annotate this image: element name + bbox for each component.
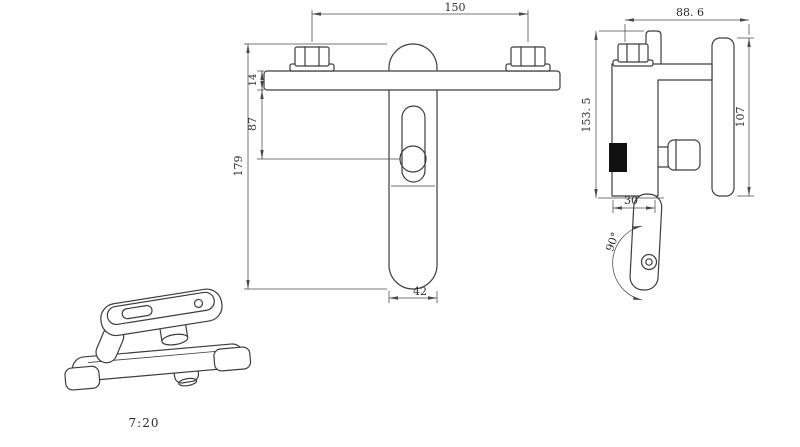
nut-body [294,46,330,67]
isometric-view: 7:20 [64,288,252,430]
dimension-label: 14 [248,74,259,87]
right-foot [213,346,252,372]
bottom-bar-group [64,343,252,391]
dimension-42: 42 [388,285,438,303]
valve-base [161,333,189,346]
faucet-body-front [388,43,438,290]
cartridge-section [609,143,627,172]
nut-body [617,43,649,63]
angle-arc [612,225,643,301]
dimension-label: 107 [734,107,747,128]
top-bar-face [106,291,215,326]
dimension-30: 30 [612,194,656,213]
dimension-label: 42 [413,285,427,298]
dimension-179: 179 [232,43,387,290]
dimension-153-5: 153. 5 [580,30,664,199]
scale-label: 7:20 [129,416,160,430]
hex-nut-side [612,43,654,67]
top-bar-iso [100,288,223,337]
hex-nut-left [289,46,335,72]
dimension-label: 179 [232,156,245,177]
body-top-strip [645,30,662,66]
mounting-flange-bar [263,70,561,91]
dimension-label: 87 [246,117,259,131]
dimension-14-87-chain: 14 87 [246,70,400,160]
dimension-label: 30 [624,194,638,207]
top-slot-iso [121,304,153,320]
faucet-body-side [611,63,713,197]
body-slot [401,105,426,183]
knob-cap [667,139,701,171]
dimension-label: 153. 5 [580,98,593,133]
wall-plate-side [711,37,735,197]
top-hole-iso [193,298,204,309]
left-foot [64,365,101,391]
dimension-label: 88. 6 [676,6,704,19]
dimension-150: 150 [311,1,529,42]
dimension-88-6: 88. 6 [624,6,750,42]
hex-nut-right [505,46,551,72]
nut-body [510,46,546,67]
dimension-90deg: 90° [603,225,643,301]
dimension-107: 107 [734,37,754,197]
front-view: 150 179 14 87 42 [232,1,561,303]
diverter-knob [657,139,701,171]
isometric-group [64,288,252,391]
spout-opening [178,377,198,387]
dimension-label: 90° [603,230,622,253]
dimension-label: 150 [445,1,466,14]
pivot-circle-inner [645,258,653,266]
side-view: 88. 6 107 153. 5 30 90° [580,6,754,301]
